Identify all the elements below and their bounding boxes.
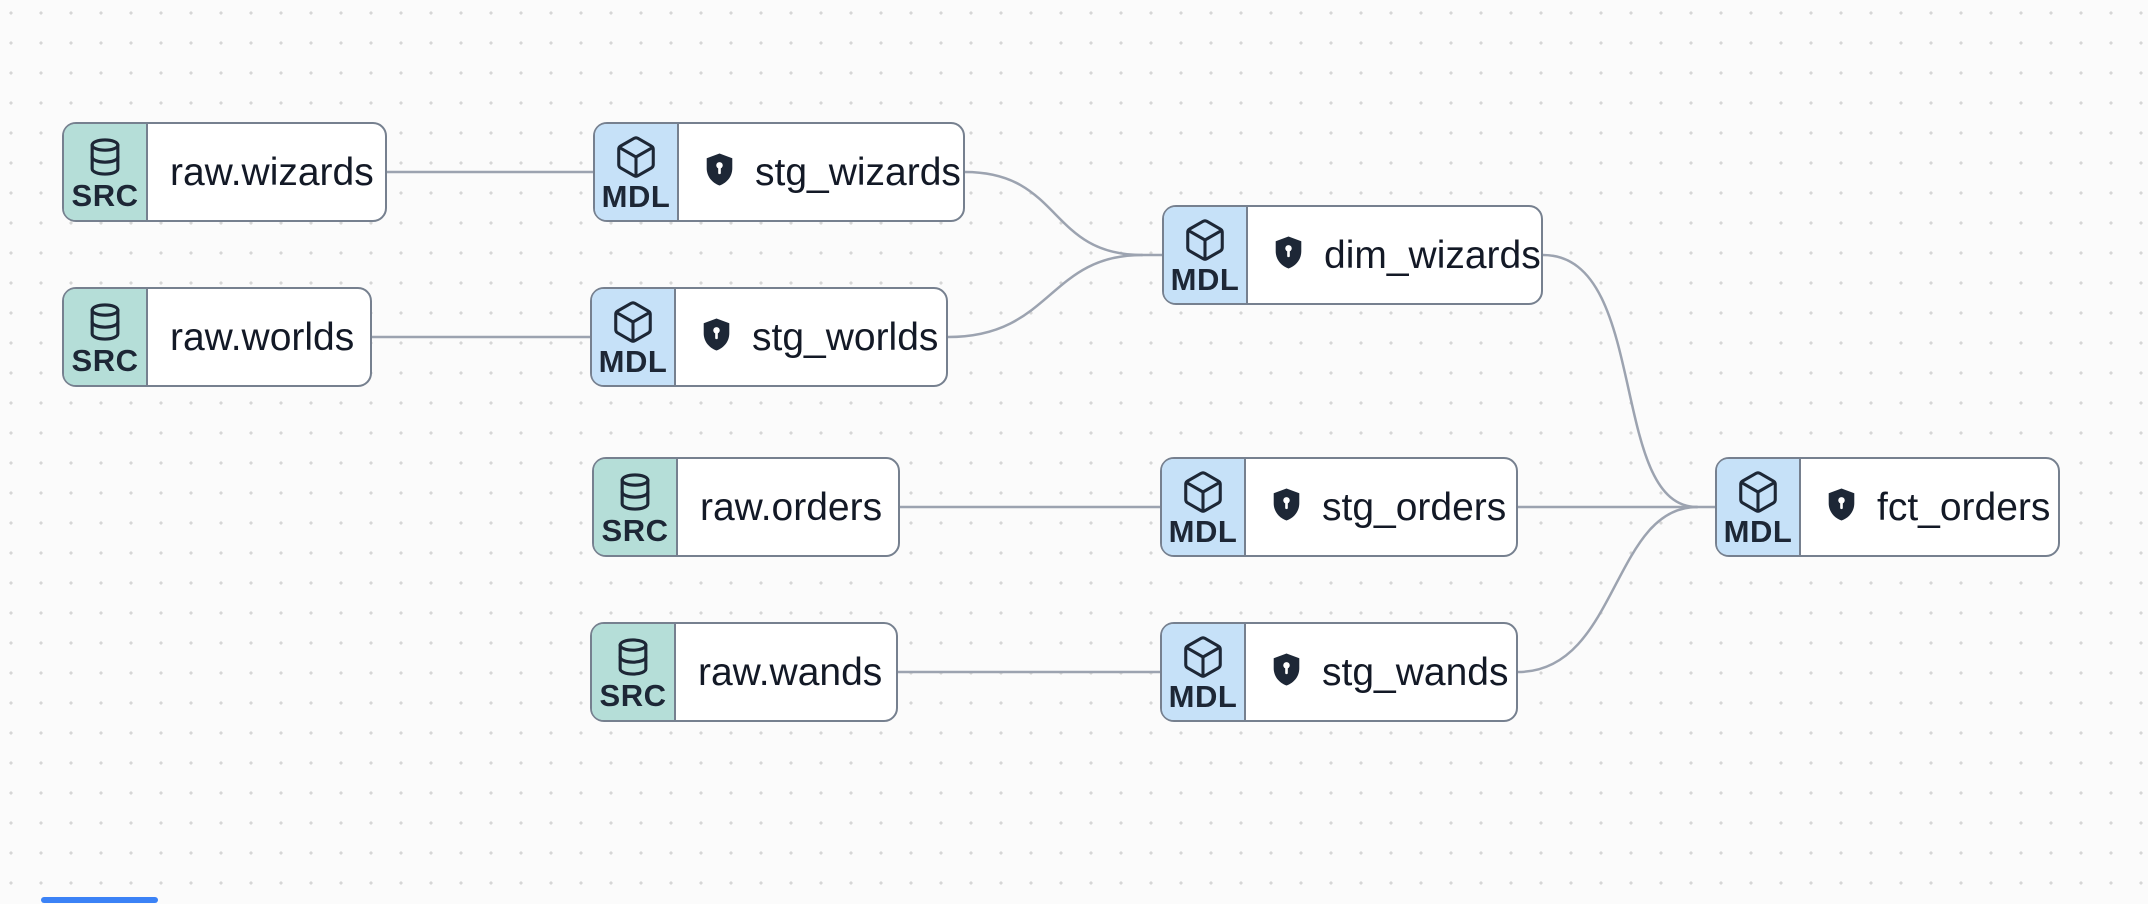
node-dim-wizards[interactable]: MDL dim_wizards <box>1162 205 1543 305</box>
node-label: stg_worlds <box>752 315 939 359</box>
node-label: stg_wizards <box>755 150 961 194</box>
node-type-badge: SRC <box>594 459 678 555</box>
node-type-label: SRC <box>601 513 669 548</box>
node-type-badge: SRC <box>64 289 148 385</box>
cube-icon <box>1180 469 1226 515</box>
node-body: raw.wands <box>676 624 904 720</box>
horizontal-scrollbar-thumb[interactable] <box>41 897 158 903</box>
node-type-badge: MDL <box>1164 207 1248 303</box>
node-label: raw.worlds <box>170 315 355 359</box>
node-type-badge: MDL <box>595 124 679 220</box>
edge-stg_wands-fct_orders <box>1516 505 1699 674</box>
database-icon <box>83 135 127 179</box>
node-label: stg_wands <box>1322 650 1509 694</box>
node-raw-worlds[interactable]: SRC raw.worlds <box>62 287 372 387</box>
node-label: fct_orders <box>1877 485 2051 529</box>
node-raw-wands[interactable]: SRC raw.wands <box>590 622 898 722</box>
node-body: raw.wizards <box>148 124 396 220</box>
edge-stg_wizards-dim_wizards <box>963 170 1144 257</box>
node-stg-wands[interactable]: MDL stg_wands <box>1160 622 1518 722</box>
node-body: stg_orders <box>1246 459 1528 555</box>
node-raw-wizards[interactable]: SRC raw.wizards <box>62 122 387 222</box>
node-label: stg_orders <box>1322 485 1507 529</box>
node-label: raw.orders <box>700 485 883 529</box>
cube-icon <box>1180 634 1226 680</box>
cube-icon <box>610 299 656 345</box>
node-type-badge: MDL <box>1162 624 1246 720</box>
node-label: raw.wizards <box>170 150 374 194</box>
node-type-badge: MDL <box>592 289 676 385</box>
node-type-label: MDL <box>1168 514 1238 549</box>
node-label: raw.wands <box>698 650 883 694</box>
shield-lock-icon <box>1268 486 1305 528</box>
shield-lock-icon <box>698 316 735 358</box>
node-stg-worlds[interactable]: MDL stg_worlds <box>590 287 948 387</box>
node-type-label: SRC <box>71 343 139 378</box>
cube-icon <box>613 134 659 180</box>
node-stg-wizards[interactable]: MDL stg_wizards <box>593 122 965 222</box>
shield-lock-icon <box>1268 651 1305 693</box>
edge-dim_wizards-fct_orders <box>1541 253 1699 509</box>
node-type-label: SRC <box>599 678 667 713</box>
node-body: stg_worlds <box>676 289 960 385</box>
node-type-badge: MDL <box>1162 459 1246 555</box>
node-fct-orders[interactable]: MDL fct_orders <box>1715 457 2060 557</box>
cube-icon <box>1182 217 1228 263</box>
node-type-badge: SRC <box>64 124 148 220</box>
node-body: dim_wizards <box>1248 207 1563 303</box>
shield-lock-icon <box>1270 234 1307 276</box>
cube-icon <box>1735 469 1781 515</box>
node-type-badge: SRC <box>592 624 676 720</box>
shield-lock-icon <box>1823 486 1860 528</box>
node-type-label: MDL <box>598 344 668 379</box>
node-type-label: MDL <box>601 179 671 214</box>
node-type-label: MDL <box>1723 514 1793 549</box>
edge-stg_worlds-dim_wizards <box>946 253 1144 339</box>
node-body: raw.worlds <box>148 289 376 385</box>
node-body: fct_orders <box>1801 459 2072 555</box>
node-raw-orders[interactable]: SRC raw.orders <box>592 457 900 557</box>
shield-lock-icon <box>701 151 738 193</box>
node-type-label: SRC <box>71 178 139 213</box>
node-body: stg_wizards <box>679 124 983 220</box>
node-body: raw.orders <box>678 459 904 555</box>
node-body: stg_wands <box>1246 624 1530 720</box>
node-type-label: MDL <box>1168 679 1238 714</box>
node-type-badge: MDL <box>1717 459 1801 555</box>
database-icon <box>83 300 127 344</box>
node-label: dim_wizards <box>1324 233 1541 277</box>
node-type-label: MDL <box>1170 262 1240 297</box>
database-icon <box>613 470 657 514</box>
node-stg-orders[interactable]: MDL stg_orders <box>1160 457 1518 557</box>
database-icon <box>611 635 655 679</box>
